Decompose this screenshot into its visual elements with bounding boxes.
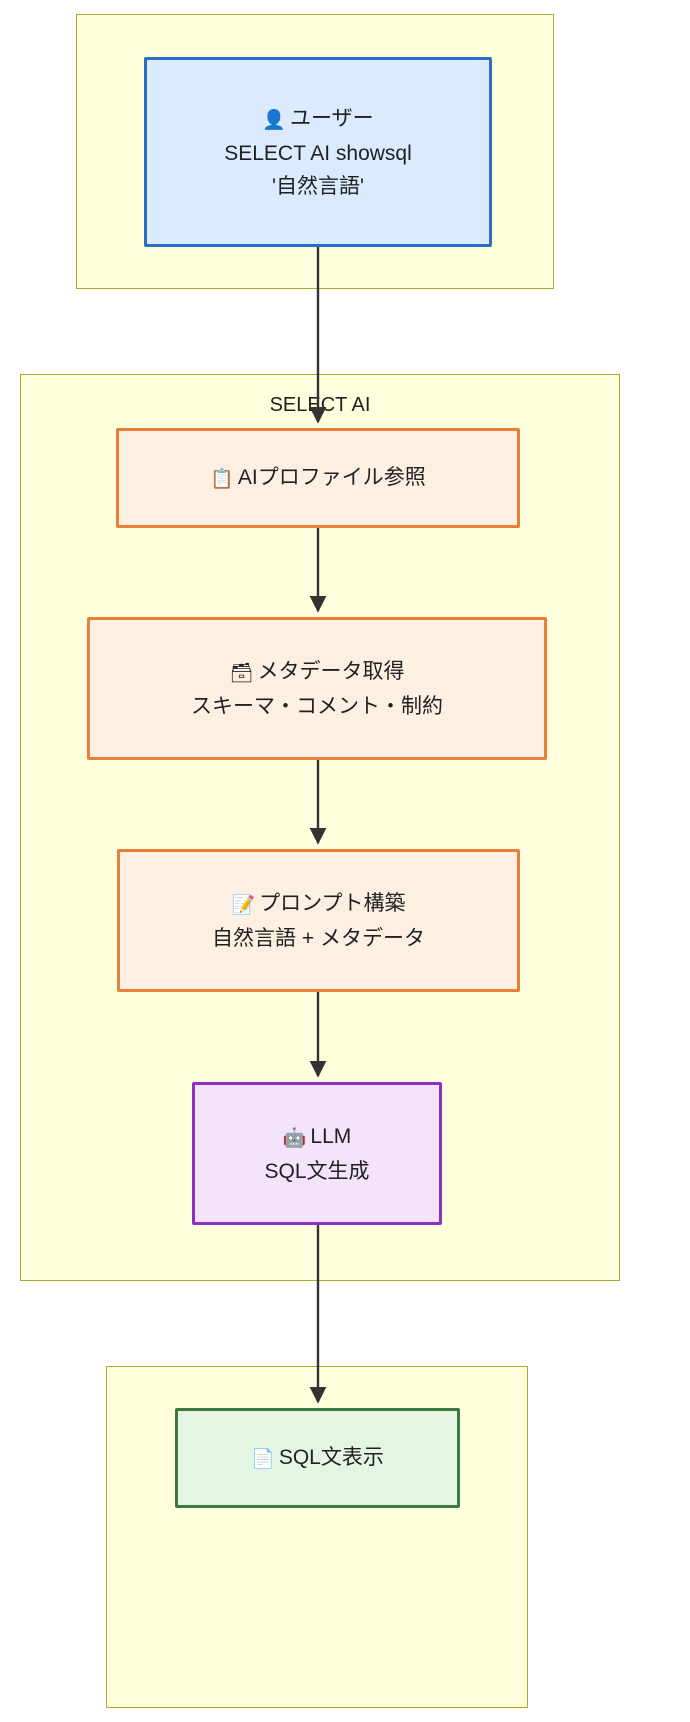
clipboard-icon: 📋 [210,467,234,490]
node-user[interactable]: 👤ユーザー SELECT AI showsql '自然言語' [144,57,492,247]
node-prompt-build-line-1: 自然言語 + メタデータ [212,926,425,950]
card-file-box-icon: 🗃 [229,661,254,684]
bust-in-silhouette-icon: 👤 [262,108,287,131]
node-user-line-2: '自然言語' [271,174,365,198]
node-metadata[interactable]: 🗃メタデータ取得 スキーマ・コメント・制約 [87,617,547,760]
robot-icon: 🤖 [282,1126,307,1149]
node-sql-output-line-0: 📄SQL文表示 [251,1445,384,1470]
node-ai-profile-line-0: 📋AIプロファイル参照 [210,465,426,490]
node-llm[interactable]: 🤖LLM SQL文生成 [192,1082,442,1225]
node-prompt-build-line-0: 📝プロンプト構築 [231,891,406,916]
node-metadata-line-0: 🗃メタデータ取得 [229,659,405,684]
node-metadata-line-1: スキーマ・コメント・制約 [191,694,443,718]
node-llm-line-0: 🤖LLM [282,1124,352,1149]
node-ai-profile[interactable]: 📋AIプロファイル参照 [116,428,520,528]
node-prompt-build[interactable]: 📝プロンプト構築 自然言語 + メタデータ [117,849,520,992]
page-facing-up-icon: 📄 [251,1447,275,1470]
node-llm-line-1: SQL文生成 [264,1159,370,1183]
node-sql-output[interactable]: 📄SQL文表示 [175,1408,460,1508]
node-user-line-0: 👤ユーザー [262,106,374,131]
node-user-line-1: SELECT AI showsql [224,141,412,165]
memo-icon: 📝 [231,893,256,916]
subgraph-title-select-ai: SELECT AI [269,394,371,416]
